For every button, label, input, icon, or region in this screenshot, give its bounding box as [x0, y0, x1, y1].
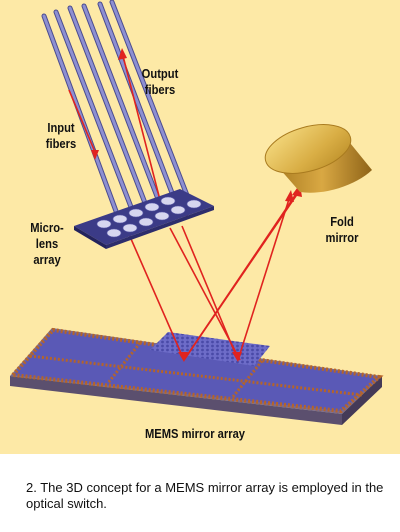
- microlens-array-label: Micro- lens array: [27, 220, 67, 268]
- fold-mirror-label: Fold mirror: [320, 214, 365, 246]
- input-fibers-line1: Input: [47, 120, 75, 135]
- fiber-bundle: [41, 0, 193, 225]
- mems-mirror-array-label: MEMS mirror array: [144, 426, 246, 441]
- caption-text: 2. The 3D concept for a MEMS mirror arra…: [26, 480, 384, 511]
- figure-caption: 2. The 3D concept for a MEMS mirror arra…: [0, 454, 400, 532]
- fold-mirror-line2: mirror: [325, 230, 359, 245]
- fold-mirror: [264, 124, 372, 193]
- microlens-line2: lens: [35, 236, 59, 251]
- light-beams: [68, 48, 302, 362]
- mems-switch-diagram: Output fibers Input fibers Micro- lens a…: [0, 0, 400, 454]
- output-fibers-line2: fibers: [144, 82, 176, 97]
- input-fibers-label: Input fibers: [41, 120, 81, 152]
- mems-substrate: [8, 327, 384, 425]
- diagram-drawing: [8, 0, 384, 425]
- output-fibers-label: Output fibers: [138, 66, 183, 98]
- microlens-line3: array: [33, 252, 61, 267]
- microlens-line1: Micro-: [30, 220, 64, 235]
- microlens-array: [74, 189, 214, 249]
- fold-mirror-line1: Fold: [330, 214, 354, 229]
- input-fibers-line2: fibers: [45, 136, 77, 151]
- output-fibers-line1: Output: [141, 66, 179, 81]
